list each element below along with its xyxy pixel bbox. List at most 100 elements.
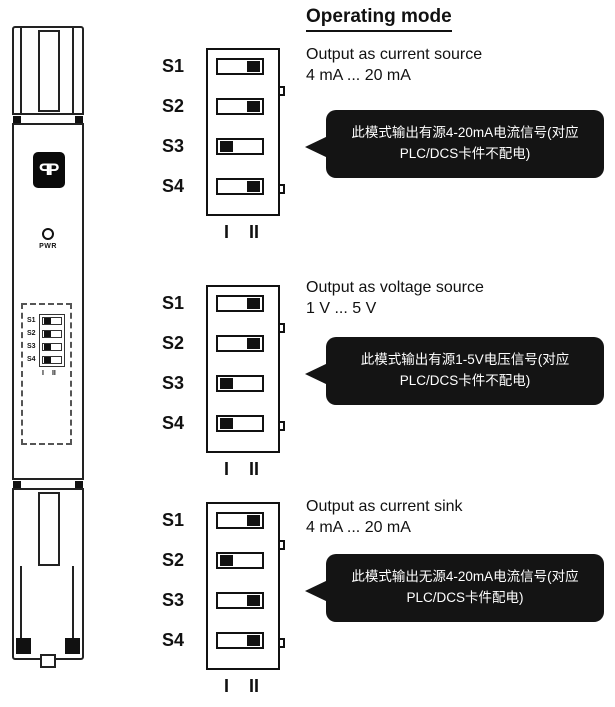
pos-ii-label: II	[248, 676, 259, 696]
dip-switch	[216, 551, 264, 569]
dip-knob	[247, 180, 260, 192]
dip-row-s4: S4	[162, 411, 264, 435]
din-rail-latch	[40, 654, 56, 668]
housing-line	[20, 566, 22, 642]
housing-line	[72, 28, 74, 113]
dip-row-s1: S1	[162, 291, 264, 315]
dip-switch	[216, 97, 264, 115]
dip-switch	[216, 294, 264, 312]
dip-panel-current-sink: S1 S2 S3 S4 I II	[162, 500, 297, 700]
dip-knob	[220, 377, 233, 389]
dip-panel-current-source: S1 S2 S3 S4 I II	[162, 46, 297, 246]
dip-knob	[247, 100, 260, 112]
device-dip-switch	[41, 317, 62, 325]
dip-row-s4: S4	[162, 174, 264, 198]
pf-logo-glyph: P	[38, 160, 50, 179]
dip-label: S2	[162, 332, 185, 353]
din-rail-foot	[65, 638, 80, 654]
dip-knob	[247, 514, 260, 526]
dip-row-s3: S3	[162, 134, 264, 158]
housing-top-slot	[38, 30, 60, 112]
panel-tab	[278, 638, 285, 648]
dip-knob	[43, 318, 51, 324]
dip-knob	[247, 337, 260, 349]
housing-line	[20, 28, 22, 113]
dip-knob	[247, 594, 260, 606]
heading-line: 1 V ... 5 V	[306, 300, 377, 318]
housing-band	[12, 478, 84, 490]
dip-label: S4	[162, 629, 185, 650]
panel-tab	[278, 540, 285, 550]
dip-row-s4: S4	[162, 628, 264, 652]
dip-row-s3: S3	[162, 588, 264, 612]
device-dip-label: S1	[27, 317, 36, 324]
device-dip-area: S1 S2 S3 S4 I II	[21, 303, 72, 445]
pos-i-label: I	[42, 370, 44, 377]
dip-knob	[247, 60, 260, 72]
pf-logo-glyph: P	[48, 160, 60, 179]
housing-line	[72, 566, 74, 642]
dip-knob	[247, 297, 260, 309]
device-dip-label: S3	[27, 343, 36, 350]
dip-knob	[220, 140, 233, 152]
dip-knob	[220, 554, 233, 566]
heading-line: Output as voltage source	[306, 279, 484, 296]
position-labels: I II	[216, 676, 264, 697]
dip-label: S4	[162, 412, 185, 433]
dip-label: S3	[162, 589, 185, 610]
callout-current-sink: 此模式输出无源4-20mA电流信号(对应PLC/DCS卡件配电)	[305, 554, 604, 622]
dip-knob	[43, 357, 51, 363]
mode-heading-current-source: Output as current source 4 mA ... 20 mA	[306, 44, 606, 86]
terminal-block	[75, 116, 83, 123]
terminal-block	[75, 481, 83, 488]
din-rail-foot	[16, 638, 31, 654]
dip-row-s2: S2	[162, 94, 264, 118]
panel-tab	[278, 86, 285, 96]
dip-panel-voltage-source: S1 S2 S3 S4 I II	[162, 283, 297, 483]
dip-label: S2	[162, 549, 185, 570]
heading-line: 4 mA ... 20 mA	[306, 67, 411, 85]
dip-switch	[216, 374, 264, 392]
dip-switch	[216, 57, 264, 75]
pos-i-label: I	[224, 676, 230, 696]
dip-label: S1	[162, 292, 185, 313]
dip-knob	[43, 344, 51, 350]
device-dip-label: S2	[27, 330, 36, 337]
terminal-block	[13, 116, 21, 123]
position-labels: I II	[216, 459, 264, 480]
dip-label: S1	[162, 55, 185, 76]
dip-switch	[216, 334, 264, 352]
dip-row-s1: S1	[162, 54, 264, 78]
device-dip-switch	[41, 356, 62, 364]
dip-switch	[216, 137, 264, 155]
dip-switch	[216, 511, 264, 529]
panel-tab	[278, 323, 285, 333]
heading-line: 4 mA ... 20 mA	[306, 519, 411, 537]
panel-tab	[278, 184, 285, 194]
pwr-led	[42, 228, 54, 240]
dip-label: S4	[162, 175, 185, 196]
pos-ii-label: II	[248, 459, 259, 479]
heading-line: Output as current sink	[306, 498, 463, 515]
device-dip-switch	[41, 343, 62, 351]
pos-i-label: I	[224, 459, 230, 479]
dip-label: S3	[162, 372, 185, 393]
housing-bottom-slot	[38, 492, 60, 566]
dip-panel-frame	[206, 502, 280, 670]
dip-knob	[220, 417, 233, 429]
dip-row-s2: S2	[162, 548, 264, 572]
pos-ii-label: II	[51, 370, 56, 377]
housing-band	[12, 113, 84, 125]
dip-row-s2: S2	[162, 331, 264, 355]
heading-line: Output as current source	[306, 46, 483, 63]
pf-logo: P P	[33, 152, 65, 188]
pos-ii-label: II	[248, 222, 259, 242]
device-dip-label: S4	[27, 356, 36, 363]
panel-tab	[278, 421, 285, 431]
device-drawing: P P PWR S1 S2 S3 S4 I	[10, 26, 102, 681]
dip-knob	[247, 634, 260, 646]
callout-voltage-source: 此模式输出有源1-5V电压信号(对应PLC/DCS卡件不配电)	[305, 337, 604, 405]
dip-row-s1: S1	[162, 508, 264, 532]
pwr-label: PWR	[39, 243, 57, 250]
